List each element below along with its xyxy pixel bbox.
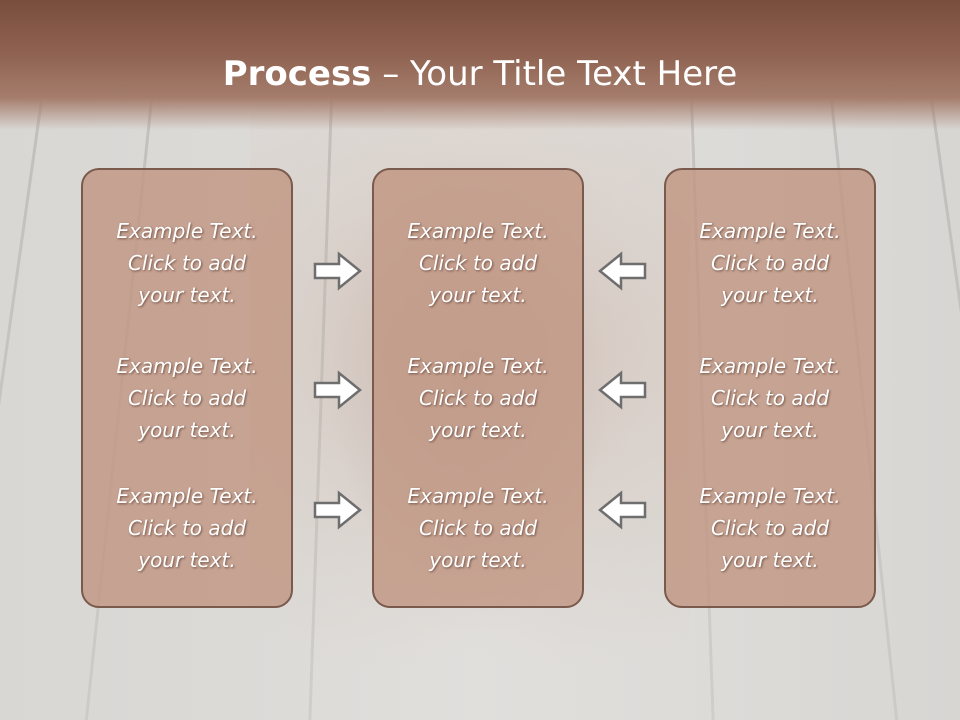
arrow-right-icon xyxy=(313,370,362,410)
text-line: Click to add xyxy=(710,251,830,275)
title-rest: – Your Title Text Here xyxy=(371,54,738,94)
arrow-left-icon xyxy=(598,251,647,291)
text-line: Click to add xyxy=(710,386,830,410)
arrow-left-icon xyxy=(598,490,647,530)
text-line: Example Text. xyxy=(407,484,549,508)
slide-title[interactable]: Process – Your Title Text Here xyxy=(0,54,960,94)
text-line: your text. xyxy=(429,548,527,572)
text-line: Example Text. xyxy=(116,354,258,378)
text-block[interactable]: Example Text. Click to add your text. xyxy=(374,480,582,576)
text-block[interactable]: Example Text. Click to add your text. xyxy=(666,215,874,311)
text-block[interactable]: Example Text. Click to add your text. xyxy=(83,350,291,446)
arrow-right-icon xyxy=(313,490,362,530)
text-line: Example Text. xyxy=(699,219,841,243)
text-line: Click to add xyxy=(127,516,247,540)
text-line: your text. xyxy=(721,418,819,442)
text-line: your text. xyxy=(429,283,527,307)
text-block[interactable]: Example Text. Click to add your text. xyxy=(666,350,874,446)
text-line: Click to add xyxy=(418,251,538,275)
plank-divider xyxy=(930,99,960,720)
arrow-right-icon xyxy=(313,251,362,291)
text-box-right[interactable]: Example Text. Click to add your text. Ex… xyxy=(664,168,876,608)
plank-divider xyxy=(0,99,43,720)
text-line: your text. xyxy=(138,418,236,442)
text-box-left[interactable]: Example Text. Click to add your text. Ex… xyxy=(81,168,293,608)
text-line: Click to add xyxy=(418,386,538,410)
text-line: Click to add xyxy=(710,516,830,540)
text-line: Click to add xyxy=(127,251,247,275)
text-block[interactable]: Example Text. Click to add your text. xyxy=(374,215,582,311)
text-line: Click to add xyxy=(127,386,247,410)
text-line: Example Text. xyxy=(116,484,258,508)
text-block[interactable]: Example Text. Click to add your text. xyxy=(666,480,874,576)
arrow-left-icon xyxy=(598,370,647,410)
text-line: Example Text. xyxy=(407,219,549,243)
text-line: Click to add xyxy=(418,516,538,540)
text-line: your text. xyxy=(138,283,236,307)
text-block[interactable]: Example Text. Click to add your text. xyxy=(83,215,291,311)
text-line: your text. xyxy=(721,283,819,307)
text-line: Example Text. xyxy=(116,219,258,243)
title-band xyxy=(0,0,960,130)
title-bold: Process xyxy=(222,54,372,94)
text-line: your text. xyxy=(721,548,819,572)
text-line: your text. xyxy=(138,548,236,572)
text-line: Example Text. xyxy=(699,354,841,378)
text-line: your text. xyxy=(429,418,527,442)
text-block[interactable]: Example Text. Click to add your text. xyxy=(374,350,582,446)
text-block[interactable]: Example Text. Click to add your text. xyxy=(83,480,291,576)
text-line: Example Text. xyxy=(407,354,549,378)
text-box-center[interactable]: Example Text. Click to add your text. Ex… xyxy=(372,168,584,608)
text-line: Example Text. xyxy=(699,484,841,508)
